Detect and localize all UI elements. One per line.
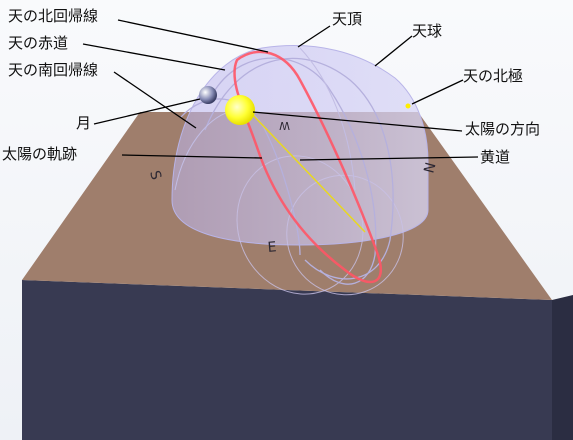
leader-sun-direction — [252, 111, 463, 132]
tropic-of-cancer-line — [204, 57, 394, 280]
north-pole-marker — [405, 103, 411, 109]
leader-north-pole — [411, 79, 464, 105]
direction-north: N — [421, 161, 439, 175]
label-tropic-of-capricorn: 天の南回帰線 — [8, 61, 99, 79]
sun — [225, 95, 255, 125]
leader-sphere — [374, 35, 413, 67]
ground-box-side — [552, 295, 573, 440]
leader-moon — [93, 98, 201, 125]
leader-equator — [82, 43, 226, 71]
direction-east: E — [267, 239, 277, 256]
label-sun-path: 太陽の軌跡 — [2, 145, 78, 163]
leader-ecliptic — [299, 156, 479, 161]
meridian-arc-2 — [299, 47, 356, 191]
ecliptic-line — [249, 111, 366, 233]
moon — [199, 86, 217, 104]
label-moon: 月 — [76, 114, 92, 132]
label-celestial-north-pole: 天の北極 — [463, 67, 524, 85]
label-celestial-equator: 天の赤道 — [8, 34, 69, 52]
lower-orbit-2 — [286, 174, 404, 296]
direction-south: S — [146, 169, 164, 182]
leader-sun-path — [121, 154, 263, 159]
label-sun-direction: 太陽の方向 — [465, 120, 541, 138]
ground-box-front — [22, 280, 552, 440]
leader-tropic-capricorn — [113, 71, 197, 129]
leader-zenith — [297, 25, 331, 48]
celestial-dome — [171, 45, 429, 246]
direction-west: W — [279, 119, 290, 132]
label-tropic-of-cancer: 天の北回帰線 — [8, 7, 99, 25]
leader-tropic-cancer — [117, 19, 269, 53]
label-zenith: 天頂 — [332, 10, 363, 28]
label-ecliptic: 黄道 — [480, 148, 511, 166]
label-celestial-sphere: 天球 — [412, 22, 443, 40]
sun-path-line — [233, 50, 383, 284]
